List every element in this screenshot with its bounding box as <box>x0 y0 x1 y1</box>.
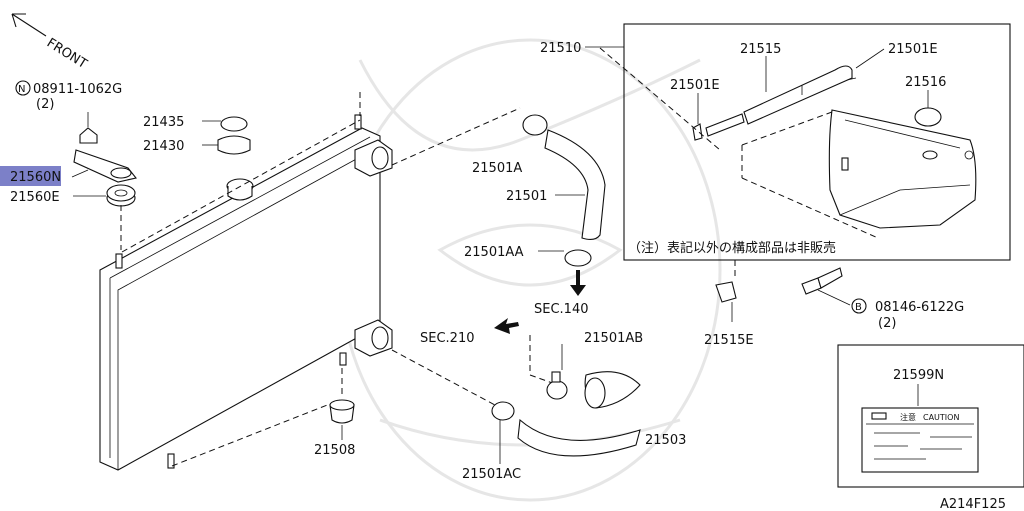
label-21560N-highlight[interactable]: 21560N <box>0 166 89 186</box>
label-21515[interactable]: 21515 <box>740 42 781 57</box>
label-21501AB[interactable]: 21501AB <box>584 331 643 346</box>
fastener-b-qty: (2) <box>878 316 896 331</box>
fastener-n-symbol: N <box>18 84 25 95</box>
label-21430[interactable]: 21430 <box>143 139 184 154</box>
lower-hose-parts <box>391 335 641 457</box>
label-21501AC[interactable]: 21501AC <box>462 467 521 482</box>
caution-jp: 注意 <box>900 412 916 422</box>
label-21560N[interactable]: 21560N <box>10 170 61 185</box>
label-21503[interactable]: 21503 <box>645 433 686 448</box>
fastener-n: N 08911-1062G (2) <box>15 80 122 127</box>
mount-bracket-parts <box>73 127 137 250</box>
label-21560E[interactable]: 21560E <box>10 190 60 205</box>
fastener-n-qty: (2) <box>36 97 54 112</box>
label-21501E-left[interactable]: 21501E <box>670 78 720 93</box>
front-arrow-icon: FRONT <box>11 13 90 72</box>
radiator-cap-parts <box>202 116 251 155</box>
fastener-n-part-no: 08911-1062G <box>33 82 122 97</box>
label-21516[interactable]: 21516 <box>905 75 946 90</box>
reservoir-box <box>599 23 1011 261</box>
sec210-label[interactable]: SEC.210 <box>420 331 475 346</box>
fastener-b: B 08146-6122G (2) <box>801 267 964 331</box>
label-21501[interactable]: 21501 <box>506 189 547 204</box>
grommet-21508 <box>329 368 355 440</box>
label-21508[interactable]: 21508 <box>314 443 355 458</box>
front-label: FRONT <box>44 36 90 72</box>
label-21599N[interactable]: 21599N <box>893 368 944 383</box>
radiator-core <box>99 92 393 471</box>
note-non-sale-parts: （注）表記以外の構成部品は非販売 <box>628 240 836 256</box>
label-21501E-right[interactable]: 21501E <box>888 42 938 57</box>
fastener-b-symbol: B <box>855 302 862 313</box>
label-21435[interactable]: 21435 <box>143 115 184 130</box>
fastener-b-part-no: 08146-6122G <box>875 300 964 315</box>
sec140-label[interactable]: SEC.140 <box>534 302 589 317</box>
caution-label-box: 注意 CAUTION <box>837 344 1024 488</box>
label-21510[interactable]: 21510 <box>540 41 581 56</box>
label-21501A[interactable]: 21501A <box>472 161 522 176</box>
label-21515E[interactable]: 21515E <box>704 333 754 348</box>
sec210-arrow-icon <box>494 318 519 334</box>
caution-en: CAUTION <box>923 413 959 422</box>
drawing-number: A214F125 <box>940 497 1006 511</box>
sec140-arrow-icon <box>570 270 586 296</box>
upper-hose-parts <box>391 107 606 267</box>
label-21501AA[interactable]: 21501AA <box>464 245 524 260</box>
hose-clip-21515E <box>715 260 737 322</box>
